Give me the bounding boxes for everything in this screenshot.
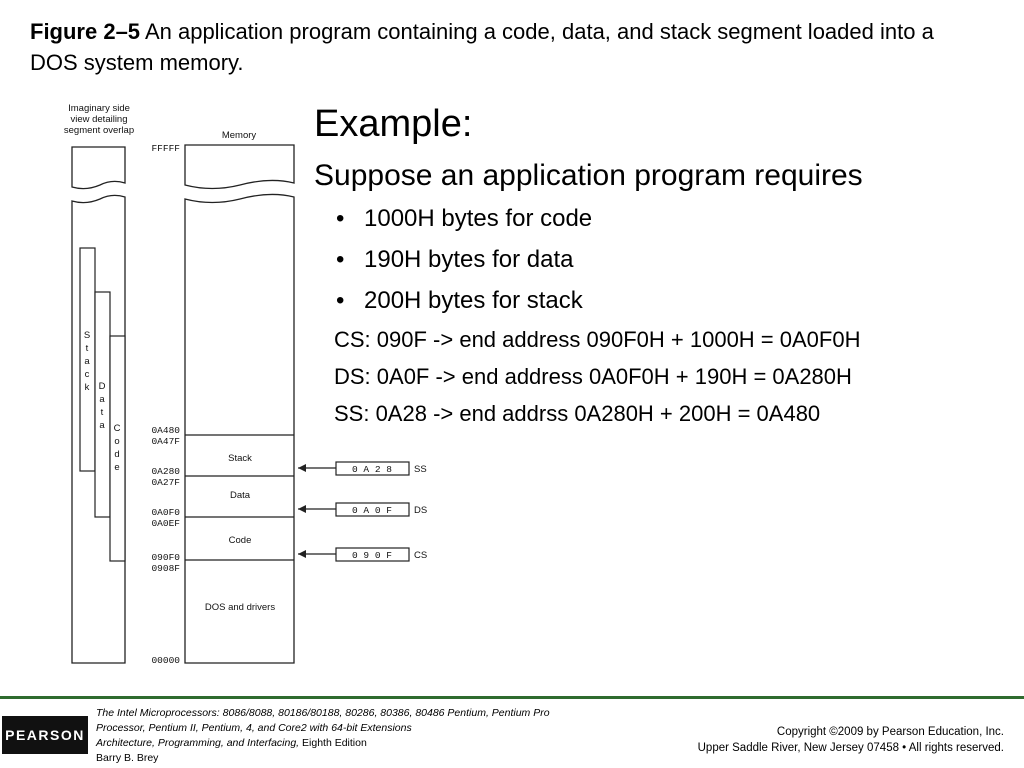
address-0a480: 0A480 [151,425,180,436]
memory-column [184,193,295,664]
book-models: 8086/8088, 80186/80188, 80286, 80386, 80… [96,707,550,734]
ds-register-name: DS [414,505,427,516]
svg-text:t: t [86,343,89,354]
example-content: Example: Suppose an application program … [314,98,1014,432]
side-view-label-1: Imaginary side [68,103,130,114]
figure-caption-text: An application program containing a code… [30,19,934,75]
cs-arrowhead [298,550,306,558]
memory-map-diagram: Imaginary side view detailing segment ov… [64,103,427,666]
code-overlap-bar [109,335,126,562]
data-block-label: Data [230,490,251,501]
ds-register: 0 A 0 F DS [298,502,427,517]
stack-block-label: Stack [228,453,252,464]
list-item: 200H bytes for stack [336,280,1014,321]
dos-block-label: DOS and drivers [205,602,275,613]
data-vertical-label: D a t a [99,381,106,431]
ss-register-value: 0 A 2 8 [352,464,392,475]
ss-register-name: SS [414,464,427,475]
svg-text:o: o [114,436,119,447]
example-subtitle: Suppose an application program requires [314,159,863,192]
address-00000: 00000 [151,655,180,666]
svg-text:c: c [85,369,90,380]
side-view-label-2: view detailing [70,114,127,125]
address-0a0ef: 0A0EF [151,518,180,529]
cs-register-value: 0 9 0 F [352,550,392,561]
book-subtitle: Architecture, Programming, and Interfaci… [96,737,300,749]
svg-text:e: e [114,462,119,473]
svg-text:a: a [84,356,90,367]
svg-text:k: k [85,382,90,393]
footer-divider [0,696,1024,699]
cs-register-name: CS [414,550,427,561]
stack-vertical-label: S t a c k [84,330,91,393]
pearson-logo-text: PEARSON [5,727,85,743]
copyright-text: Copyright ©2009 by Pearson Education, In… [776,726,1004,738]
book-citation: The Intel Microprocessors: 8086/8088, 80… [96,706,566,766]
figure-caption: Figure 2–5 An application program contai… [30,16,970,78]
svg-text:t: t [101,407,104,418]
svg-text:C: C [114,423,121,434]
ss-register: 0 A 2 8 SS [298,461,427,476]
ds-register-box [335,502,410,517]
memory-figure: Imaginary side view detailing segment ov… [30,95,440,675]
ss-calculation: SS: 0A28 -> end addrss 0A280H + 200H = 0… [334,401,821,426]
side-view-top-piece [71,146,126,190]
ds-arrowhead [298,505,306,513]
svg-text:a: a [99,394,105,405]
cs-register-box [335,547,410,562]
address-0a280: 0A280 [151,466,180,477]
cs-register: 0 9 0 F CS [298,547,427,562]
ds-register-value: 0 A 0 F [352,505,392,516]
address-0a27f: 0A27F [151,477,180,488]
address-0a47f: 0A47F [151,436,180,447]
figure-label: Figure 2–5 [30,19,141,44]
list-item: 1000H bytes for code [336,198,1014,239]
memory-top-piece [184,144,295,190]
book-edition: Eighth Edition [299,737,367,749]
list-item: 190H bytes for data [336,239,1014,280]
address-fffff: FFFFF [151,143,180,154]
example-heading: Example: [314,103,473,145]
svg-text:S: S [84,330,90,341]
svg-text:a: a [99,420,105,431]
publisher-address: Upper Saddle River, New Jersey 07458 • A… [697,742,1004,754]
code-block-label: Code [229,535,252,546]
book-title: The Intel Microprocessors: [96,707,220,719]
address-0908f: 0908F [151,563,180,574]
book-author: Barry B. Brey [96,752,159,764]
svg-text:d: d [114,449,119,460]
memory-label: Memory [222,130,257,141]
svg-text:D: D [99,381,106,392]
requirements-list: 1000H bytes for code 190H bytes for data… [314,198,1014,321]
address-090f0: 090F0 [151,552,180,563]
pearson-logo: PEARSON [2,716,88,754]
code-vertical-label: C o d e [114,423,121,473]
ss-arrowhead [298,464,306,472]
cs-calculation: CS: 090F -> end address 090F0H + 1000H =… [334,327,861,352]
address-0a0f0: 0A0F0 [151,507,180,518]
copyright-block: Copyright ©2009 by Pearson Education, In… [698,724,1004,756]
ss-register-box [335,461,410,476]
ds-calculation: DS: 0A0F -> end address 0A0F0H + 190H = … [334,364,852,389]
side-view-label-3: segment overlap [64,125,134,136]
